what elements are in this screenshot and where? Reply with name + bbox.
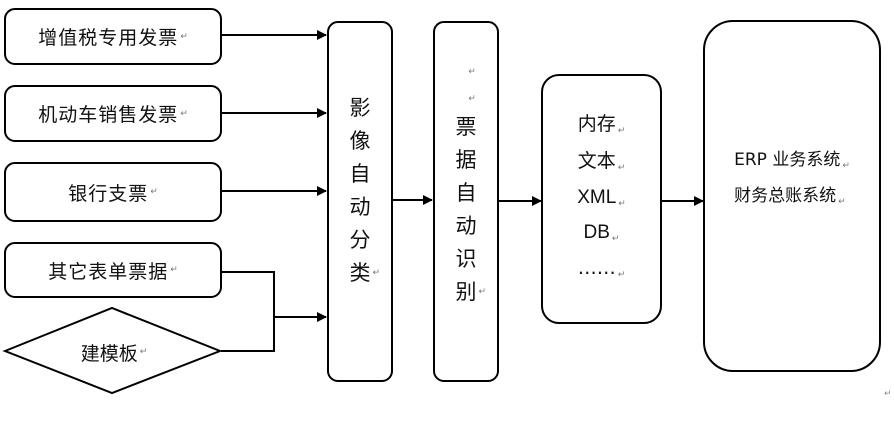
recognize-char: 票 [455, 114, 477, 139]
paragraph-mark: ↵ [180, 108, 188, 119]
output-line-xml: XML↵ [577, 186, 626, 208]
classify-char: 像 [349, 128, 371, 153]
paragraph-mark: ↵ [617, 125, 626, 136]
input-vat-invoice[interactable]: 增值税专用发票↵ [4, 8, 222, 65]
paragraph-mark: ↵ [611, 232, 620, 243]
output-line-text: 文本↵ [577, 149, 626, 173]
input-other-forms[interactable]: 其它表单票据↵ [4, 242, 222, 298]
paragraph-mark: ↵ [372, 267, 381, 278]
paragraph-mark: ↵ [150, 187, 158, 197]
paragraph-mark: ↵ [468, 93, 476, 104]
classify-char: 分 [349, 227, 371, 252]
paragraph-mark: ↵ [180, 31, 188, 42]
target-line-ledger: 财务总账系统↵ [734, 186, 846, 207]
paragraph-mark: ↵ [617, 269, 626, 280]
input-bank-check-label: 银行支票 [68, 182, 149, 205]
input-other-forms-label: 其它表单票据 [48, 260, 169, 283]
classify-char: 类↵ [349, 257, 381, 290]
output-line-db: DB↵ [583, 221, 620, 243]
recognize-char: 识 [455, 246, 477, 271]
paragraph-mark: ↵ [884, 389, 892, 399]
paragraph-mark: ↵ [478, 286, 487, 297]
input-bank-check[interactable]: 银行支票↵ [4, 162, 222, 222]
input-vehicle-invoice-label: 机动车销售发票 [38, 104, 179, 126]
classify-char: 自 [349, 161, 371, 186]
recognize-char: 别↵ [455, 276, 487, 309]
classify-char: 动 [349, 194, 371, 219]
edge-other-forms-branch [221, 271, 275, 352]
output-line-memory: 内存↵ [577, 112, 626, 136]
output-line-ellipsis: ……↵ [577, 256, 626, 280]
input-vehicle-invoice[interactable]: 机动车销售发票↵ [4, 85, 222, 142]
paragraph-mark: ↵ [842, 161, 850, 171]
template-node[interactable]: 建模板↵ [4, 308, 224, 396]
target-line-erp: ERP 业务系统↵ [734, 150, 850, 171]
paragraph-mark: ↵ [468, 66, 476, 77]
classify-char-last: 类 [349, 260, 371, 285]
paragraph-mark: ↵ [617, 162, 626, 173]
template-diamond-shape [2, 306, 223, 395]
recognize-char: 动 [455, 213, 477, 238]
paragraph-mark: ↵ [139, 347, 148, 357]
recognize-node[interactable]: ↵ ↵ 票 据 自 动 识 别↵ [433, 21, 499, 382]
paragraph-mark: ↵ [618, 197, 626, 208]
recognize-char-last: 别 [455, 279, 477, 304]
target-node[interactable]: ERP 业务系统↵ 财务总账系统↵ [703, 20, 881, 372]
paragraph-mark: ↵ [170, 265, 178, 275]
classify-char: 影 [349, 95, 371, 120]
recognize-char: 自 [455, 180, 477, 205]
output-node[interactable]: 内存↵ 文本↵ XML↵ DB↵ ……↵ [541, 74, 662, 324]
classify-node[interactable]: 影 像 自 动 分 类↵ [327, 21, 393, 382]
paragraph-mark: ↵ [838, 197, 846, 207]
recognize-char: 据 [455, 147, 477, 172]
input-vat-invoice-label: 增值税专用发票 [38, 27, 179, 49]
template-node-label: 建模板 [80, 342, 138, 365]
